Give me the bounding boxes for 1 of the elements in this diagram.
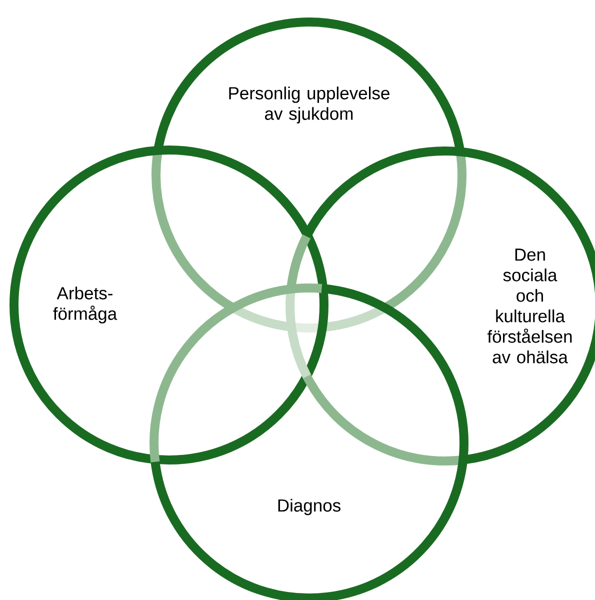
- venn-circle: Arbets- förmåga: [10, 146, 328, 464]
